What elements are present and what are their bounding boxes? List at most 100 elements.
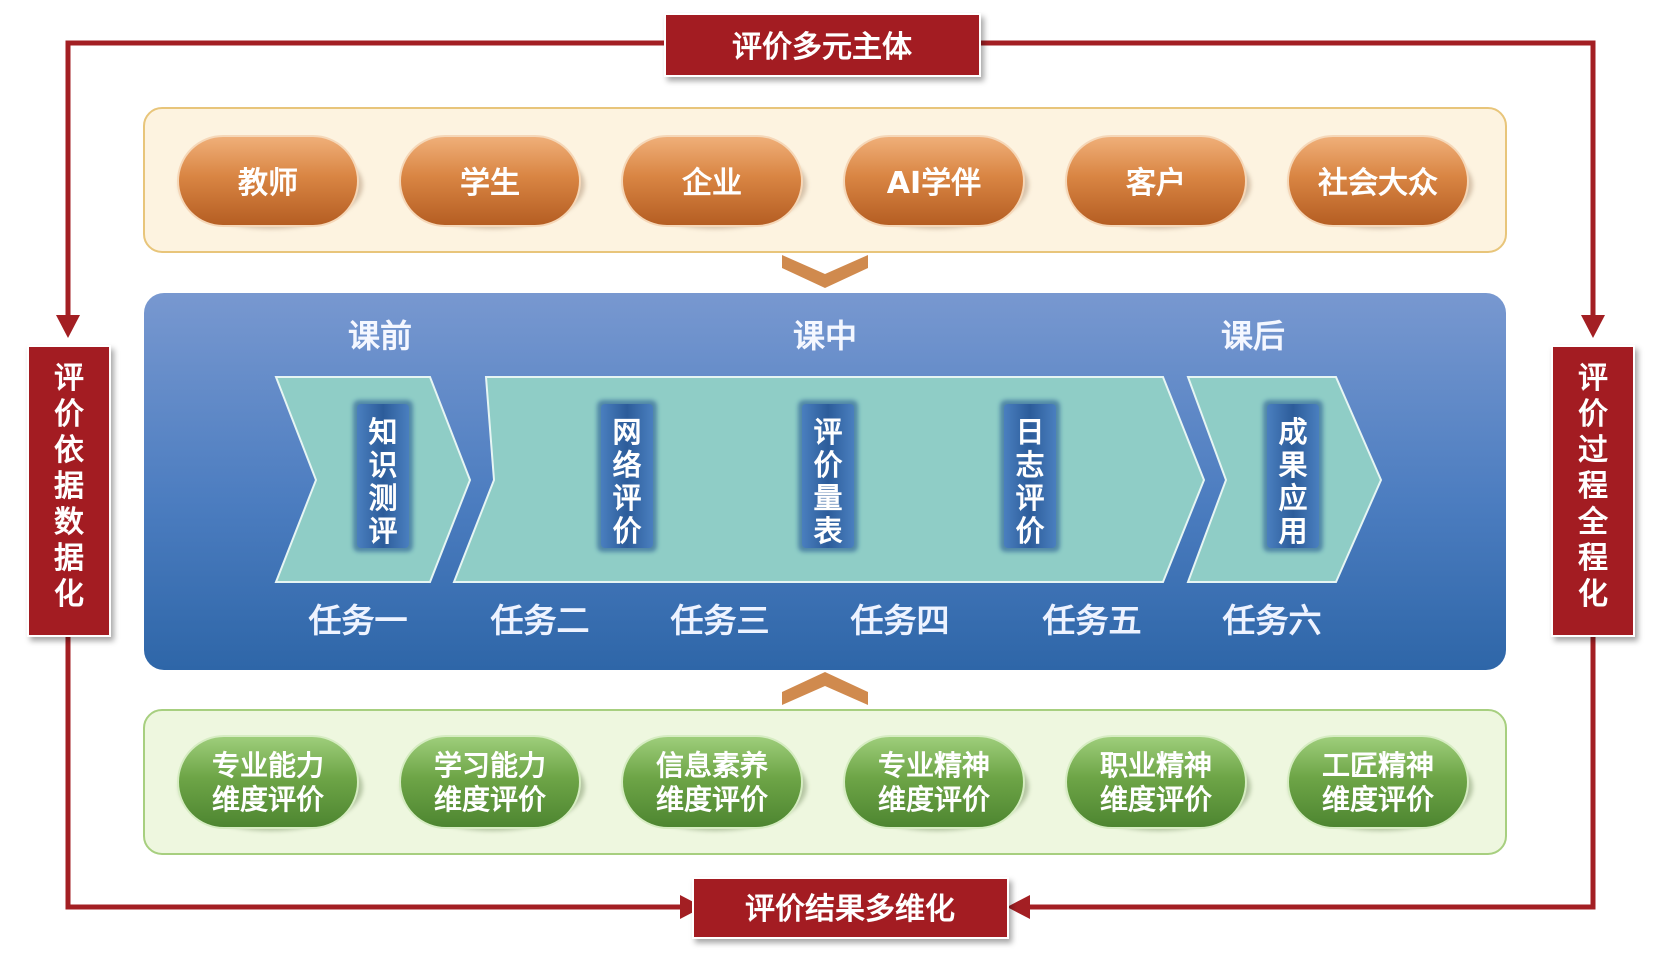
pill-body <box>177 735 359 829</box>
pill-body <box>843 735 1025 829</box>
method-box-body <box>357 404 409 548</box>
dimension-label-line: 维度评价 <box>878 783 991 816</box>
dimension-label-line: 维度评价 <box>1100 783 1213 816</box>
subjects-row: 教师 学生 企业 AI学伴 客户 社会大众 <box>177 135 1473 229</box>
dimension-label-line: 维度评价 <box>656 783 769 816</box>
outer-frame <box>65 40 1596 910</box>
subject-pill: 企业 <box>621 135 807 229</box>
dimension-label-line: 专业精神 <box>878 749 990 782</box>
frame-line-bottom-left <box>65 635 680 910</box>
dimension-label-line: 信息素养 <box>656 749 768 782</box>
dimension-label-line: 维度评价 <box>212 783 325 816</box>
pill-body <box>843 135 1025 227</box>
method-label-char: 价 <box>813 448 843 482</box>
method-label-char: 评 <box>612 481 641 515</box>
method-box-body <box>802 404 854 548</box>
vertical-label-char: 化 <box>54 577 84 612</box>
vertical-label-char: 价 <box>54 397 84 432</box>
vertical-label-char: 价 <box>1578 397 1608 432</box>
dimension-label-line: 维度评价 <box>1322 783 1435 816</box>
arrow-down-right-icon <box>1581 315 1605 338</box>
method-label-char: 成 <box>1278 415 1307 449</box>
method-box-body <box>1267 404 1319 548</box>
pill-body <box>621 135 803 227</box>
method-box-body <box>601 404 653 548</box>
method-label-char: 识 <box>368 448 397 482</box>
pill-body <box>1065 735 1247 829</box>
subject-label: 客户 <box>1126 166 1186 201</box>
task-label: 任务六 <box>1223 601 1322 640</box>
method-label-char: 网 <box>612 415 641 449</box>
frame-arrowheads <box>56 315 1605 919</box>
label-bottom-box <box>692 877 1009 939</box>
task-label: 任务五 <box>1043 601 1142 640</box>
task-label: 任务二 <box>491 601 590 640</box>
method-label-char: 评 <box>368 514 397 548</box>
task-label: 任务三 <box>671 601 770 640</box>
method-label-char: 价 <box>612 514 642 548</box>
method-label-char: 络 <box>612 448 641 482</box>
task-label: 任务一 <box>309 601 408 640</box>
dimension-label-line: 职业精神 <box>1100 749 1212 782</box>
method-label-char: 表 <box>813 514 842 548</box>
method-label-char: 应 <box>1278 481 1307 515</box>
dimension-label-line: 专业能力 <box>212 749 324 782</box>
dimension-label-line: 维度评价 <box>434 783 547 816</box>
vertical-label-char: 评 <box>1578 361 1608 396</box>
label-top-box <box>664 13 981 77</box>
method-label-char: 日 <box>1015 415 1044 449</box>
subject-label: 学生 <box>460 166 520 201</box>
method-label-char: 用 <box>1278 514 1307 548</box>
pill-body <box>177 135 359 227</box>
frame-line-top-left <box>65 40 665 315</box>
method-box-body <box>1004 404 1056 548</box>
subject-pill: 社会大众 <box>1287 135 1473 229</box>
pill-body <box>399 735 581 829</box>
task-label: 任务四 <box>851 601 950 640</box>
pill-body <box>1065 135 1247 227</box>
arrow-right-bottom-icon <box>680 895 703 919</box>
stage-after: 课后 <box>1221 317 1285 355</box>
vertical-label-char: 化 <box>1578 577 1608 612</box>
subject-label: 社会大众 <box>1318 166 1438 201</box>
subject-label: 教师 <box>238 166 298 201</box>
chevron-down-icon <box>782 255 868 288</box>
vertical-label-char: 过 <box>1578 433 1608 468</box>
vertical-label-char: 评 <box>54 361 84 396</box>
vertical-label-char: 程 <box>1578 541 1608 576</box>
arrow-down-left-icon <box>56 315 80 338</box>
subject-label: AI学伴 <box>887 166 981 201</box>
subject-pill: 教师 <box>177 135 363 229</box>
method-label-char: 测 <box>368 481 397 515</box>
frame-line-top-right <box>980 40 1596 315</box>
dimension-label-line: 学习能力 <box>434 749 546 782</box>
chevron-up-icon <box>782 672 868 705</box>
vertical-label-char: 全 <box>1577 505 1609 540</box>
method-label-char: 知 <box>368 415 397 449</box>
pill-body <box>399 135 581 227</box>
method-label-char: 评 <box>813 415 842 449</box>
tasks-row: 任务一 任务二 任务三 任务四 任务五 任务六 <box>309 601 1322 640</box>
frame-line-bottom-right <box>1030 635 1596 910</box>
pill-body <box>1287 735 1469 829</box>
subject-pill: 客户 <box>1065 135 1251 229</box>
method-label-char: 评 <box>1015 481 1044 515</box>
method-label-char: 量 <box>813 481 842 515</box>
dimension-label-line: 工匠精神 <box>1322 749 1434 782</box>
label-top: 评价多元主体 <box>732 30 913 65</box>
subject-label: 企业 <box>682 166 742 201</box>
label-left-box <box>27 345 111 637</box>
pill-body <box>621 735 803 829</box>
dimensions-row: 专业能力维度评价学习能力维度评价信息素养维度评价专业精神维度评价职业精神维度评价… <box>177 735 1473 831</box>
